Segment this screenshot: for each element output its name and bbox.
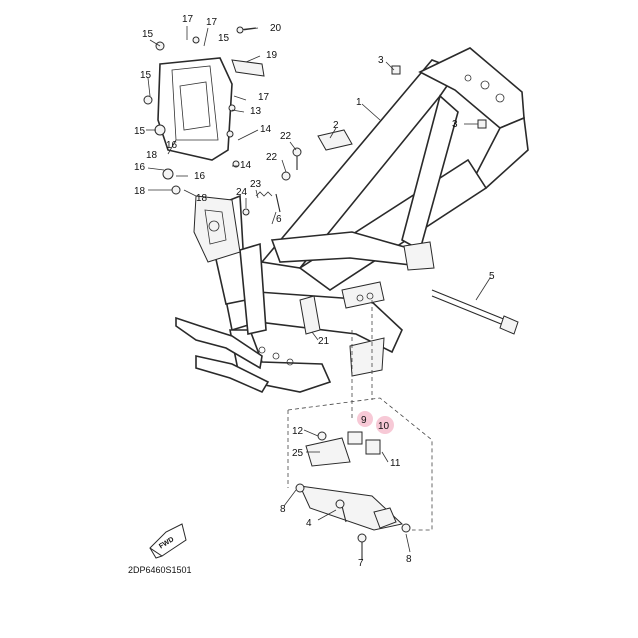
callout-15: 15	[142, 29, 154, 40]
callout-16: 16	[194, 171, 206, 182]
callout-22: 22	[266, 152, 278, 163]
callout-15: 15	[134, 126, 146, 137]
callout-23: 23	[250, 179, 262, 190]
callout-1: 1	[356, 97, 362, 108]
callout-9: 9	[361, 415, 367, 426]
callout-24: 24	[236, 187, 248, 198]
callout-18: 18	[196, 193, 208, 204]
stand-reference-box	[287, 300, 433, 531]
small-parts	[143, 26, 487, 335]
callout-16: 16	[134, 162, 146, 173]
callout-4: 4	[306, 518, 312, 529]
head-pipe-bracket	[157, 57, 241, 263]
callout-11: 11	[390, 458, 401, 469]
engine-mount-bolt	[431, 289, 519, 335]
highlight-9	[357, 411, 373, 427]
callout-7: 7	[358, 558, 364, 569]
callout-18: 18	[134, 186, 146, 197]
callout-19: 19	[266, 50, 278, 61]
callout-17: 17	[206, 17, 218, 28]
callout-3: 3	[452, 119, 458, 130]
side-stand-assembly	[295, 431, 411, 560]
callout-13: 13	[250, 106, 262, 117]
callout-14: 14	[260, 124, 272, 135]
callout-labels: 17 17 20 15 15 19 3 15 17 1 13 3 2 15 14…	[134, 14, 495, 569]
callout-17: 17	[182, 14, 194, 25]
callout-14: 14	[240, 160, 252, 171]
callout-16: 16	[166, 140, 178, 151]
callout-12: 12	[292, 426, 304, 437]
callout-8: 8	[280, 504, 286, 515]
callout-10: 10	[378, 421, 390, 432]
callout-17: 17	[258, 92, 270, 103]
callout-25: 25	[292, 448, 304, 459]
callout-21: 21	[318, 336, 330, 347]
highlight-10	[376, 416, 394, 434]
callout-22: 22	[280, 131, 292, 142]
callout-5: 5	[489, 271, 495, 282]
callout-8: 8	[406, 554, 412, 565]
callout-20: 20	[270, 23, 282, 34]
callout-3: 3	[378, 55, 384, 66]
fwd-arrow-icon: FWD	[149, 523, 187, 559]
callout-2: 2	[333, 120, 339, 131]
callout-18: 18	[146, 150, 158, 161]
callout-15: 15	[140, 70, 152, 81]
callout-6: 6	[276, 214, 282, 225]
leader-lines	[146, 26, 491, 556]
callout-15: 15	[218, 33, 230, 44]
diagram-code: 2DP6460S1501	[128, 565, 192, 575]
